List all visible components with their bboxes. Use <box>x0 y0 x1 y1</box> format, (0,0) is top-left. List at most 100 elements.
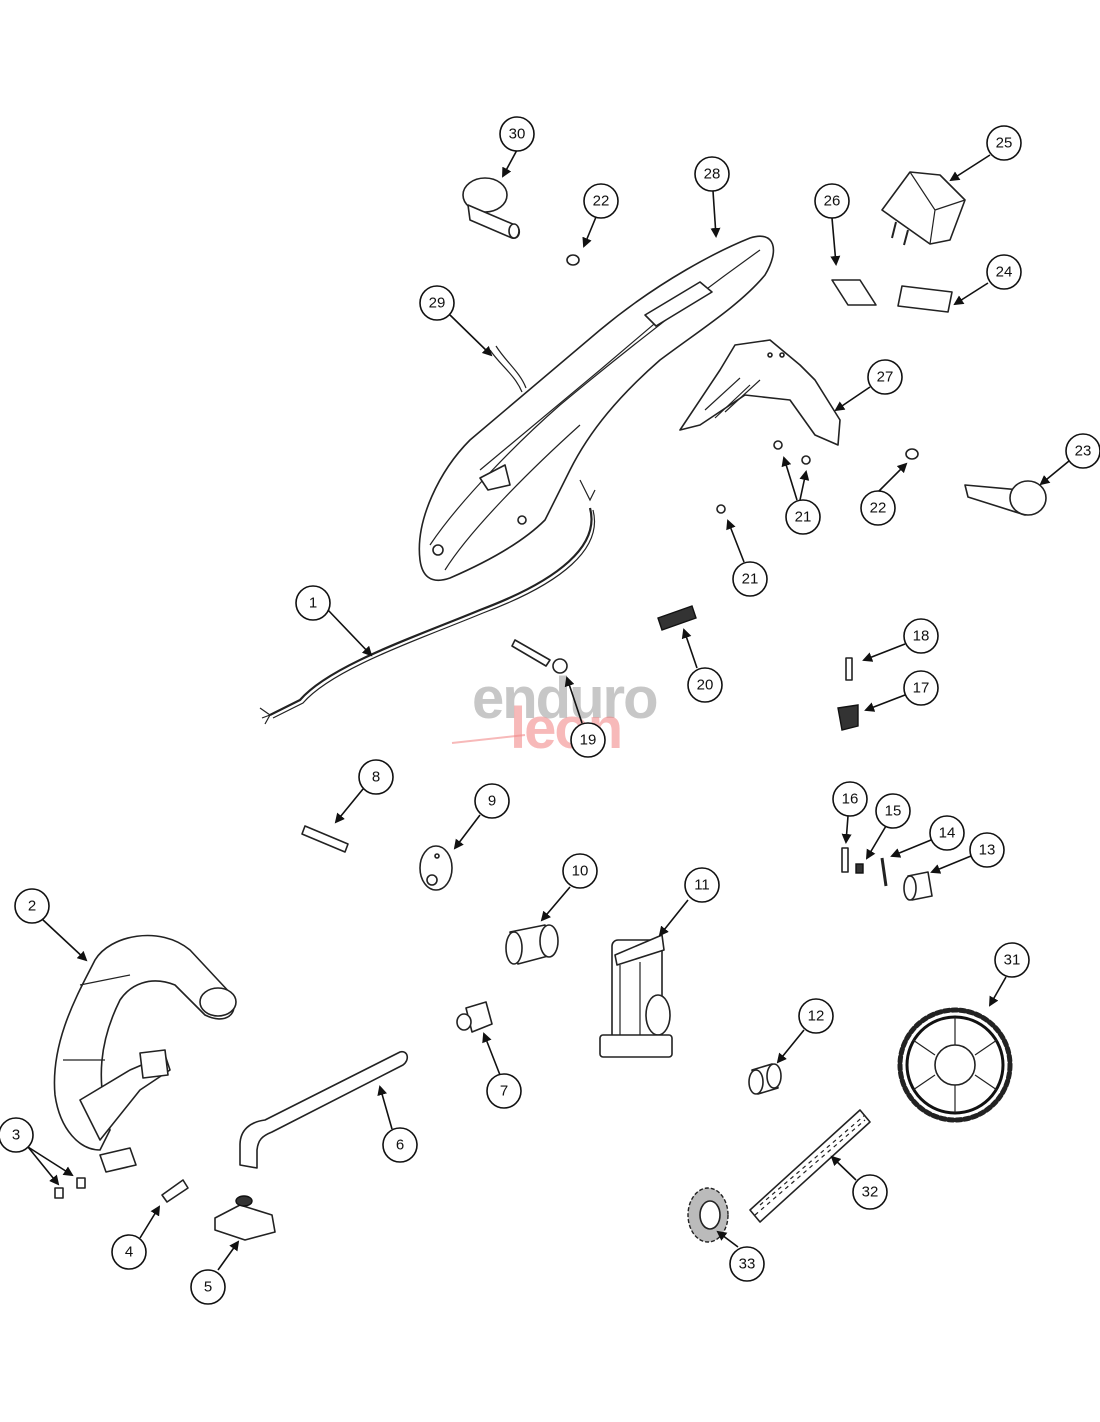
callout-32: 32 <box>852 1174 888 1210</box>
svg-text:20: 20 <box>697 677 714 694</box>
bolt-part <box>841 847 849 873</box>
callout-28: 28 <box>694 156 730 192</box>
callout-3: 3 <box>0 1117 34 1153</box>
spacer-part <box>456 1001 493 1033</box>
front-sprocket-part <box>687 1187 729 1243</box>
cable-end-part <box>511 639 568 674</box>
svg-text:14: 14 <box>939 825 956 842</box>
callout-23: 23 <box>1065 433 1100 469</box>
svg-text:1: 1 <box>309 595 317 612</box>
svg-text:7: 7 <box>500 1083 508 1100</box>
reflector-part <box>897 285 953 313</box>
svg-text:3: 3 <box>12 1127 20 1144</box>
decal-part <box>657 605 697 631</box>
turn-signal-right-part <box>964 480 1047 516</box>
wiring-harness-part <box>259 507 595 725</box>
svg-text:leon: leon <box>510 696 621 761</box>
svg-text:22: 22 <box>870 500 887 517</box>
bearing-part <box>748 1063 782 1095</box>
svg-text:5: 5 <box>204 1279 212 1296</box>
leader-lines <box>27 149 1070 1271</box>
gasket-part <box>419 845 453 891</box>
pin-part <box>301 825 349 853</box>
svg-text:32: 32 <box>862 1184 879 1201</box>
svg-text:21: 21 <box>742 571 759 588</box>
callout-30: 30 <box>499 116 535 152</box>
callout-22b: 22 <box>860 490 896 526</box>
callout-14: 14 <box>929 815 965 851</box>
callout-6: 6 <box>382 1127 418 1163</box>
callout-21b: 21 <box>732 561 768 597</box>
callout-19: 19 <box>570 722 606 758</box>
callout-4: 4 <box>111 1234 147 1270</box>
rear-fender-part <box>418 235 775 582</box>
callout-15: 15 <box>875 793 911 829</box>
callout-5: 5 <box>190 1269 226 1305</box>
callout-7: 7 <box>486 1073 522 1109</box>
callout-33: 33 <box>729 1246 765 1282</box>
svg-text:15: 15 <box>885 803 902 820</box>
callout-20: 20 <box>687 667 723 703</box>
svg-text:19: 19 <box>580 732 597 749</box>
svg-text:12: 12 <box>808 1008 825 1025</box>
svg-text:18: 18 <box>913 628 930 645</box>
callout-22a: 22 <box>583 183 619 219</box>
callout-21a: 21 <box>785 499 821 535</box>
callout-17: 17 <box>903 670 939 706</box>
screw-part <box>845 657 853 681</box>
clip-part <box>837 704 859 731</box>
fastener-part <box>716 440 811 514</box>
wire-connector-part <box>489 345 527 393</box>
svg-text:30: 30 <box>509 126 526 143</box>
callout-29: 29 <box>419 285 455 321</box>
svg-text:10: 10 <box>572 863 589 880</box>
svg-text:2: 2 <box>28 898 36 915</box>
callout-11: 11 <box>684 867 720 903</box>
washer-part <box>905 448 919 460</box>
svg-text:23: 23 <box>1075 443 1092 460</box>
svg-text:31: 31 <box>1004 952 1021 969</box>
callout-25: 25 <box>986 125 1022 161</box>
callout-1: 1 <box>295 585 331 621</box>
callout-12: 12 <box>798 998 834 1034</box>
callout-9: 9 <box>474 783 510 819</box>
turn-signal-left-part <box>462 177 521 239</box>
svg-text:4: 4 <box>125 1244 133 1261</box>
svg-text:25: 25 <box>996 135 1013 152</box>
callout-31: 31 <box>994 942 1030 978</box>
carburetor-part <box>599 934 673 1058</box>
washer-part <box>566 254 580 266</box>
callout-27: 27 <box>867 359 903 395</box>
callout-24: 24 <box>986 254 1022 290</box>
svg-text:29: 29 <box>429 295 446 312</box>
tail-light-part <box>881 171 966 246</box>
callout-26: 26 <box>814 183 850 219</box>
svg-text:6: 6 <box>396 1137 404 1154</box>
callout-8: 8 <box>358 759 394 795</box>
svg-text:13: 13 <box>979 842 996 859</box>
svg-text:16: 16 <box>842 791 859 808</box>
svg-text:28: 28 <box>704 166 721 183</box>
svg-text:26: 26 <box>824 193 841 210</box>
svg-text:17: 17 <box>913 680 930 697</box>
svg-text:11: 11 <box>694 877 710 894</box>
callout-10: 10 <box>562 853 598 889</box>
exhaust-gasket-part <box>161 1179 189 1203</box>
svg-text:22: 22 <box>593 193 610 210</box>
svg-text:33: 33 <box>739 1256 756 1273</box>
license-plate-bracket-part <box>831 279 877 306</box>
watermark-logo: enduro leon <box>451 666 659 761</box>
callout-2: 2 <box>14 888 50 924</box>
svg-text:21: 21 <box>795 509 812 526</box>
svg-text:8: 8 <box>372 769 380 786</box>
callout-18: 18 <box>903 618 939 654</box>
rod-part <box>880 857 888 887</box>
callout-13: 13 <box>969 832 1005 868</box>
hose-part <box>239 1050 409 1169</box>
intake-boot-part <box>505 924 559 965</box>
manifold-part <box>214 1195 276 1241</box>
nut-part <box>855 863 864 874</box>
drive-chain-part <box>749 1109 871 1223</box>
bushing-part <box>903 871 933 901</box>
